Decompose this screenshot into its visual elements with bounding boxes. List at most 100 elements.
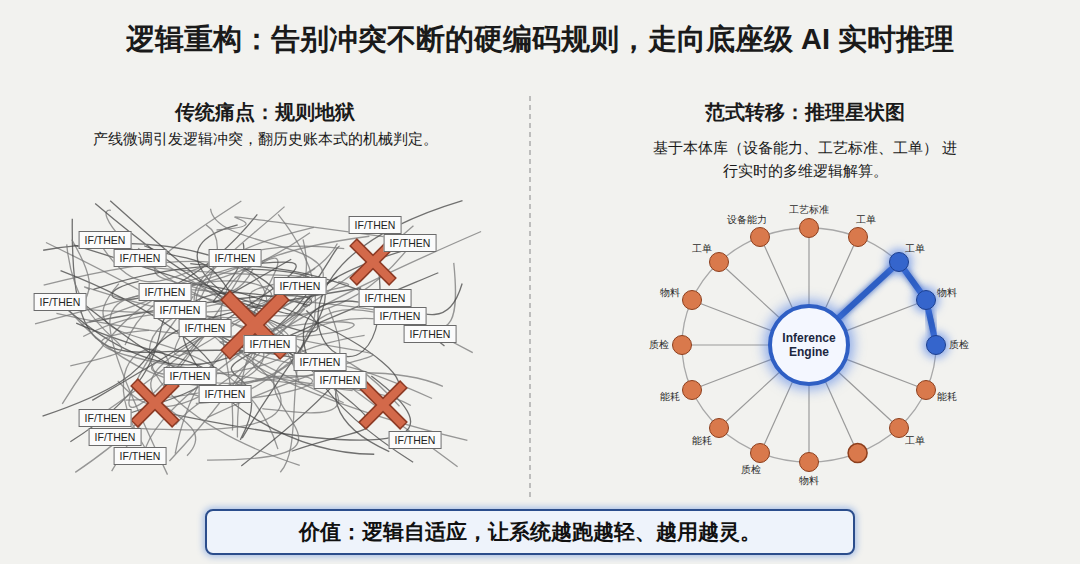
node-label: 物料 [799,475,819,486]
inference-engine: Inference Engine [768,304,850,386]
ontology-node: 工单 [709,252,729,272]
rule-box: IF/THEN [199,385,252,403]
node-text: IF/THEN [355,219,396,231]
rule-tangle [35,201,481,475]
rule-box: IF/THEN [359,289,412,307]
tangle-wire [171,306,373,417]
node-text: IF/THEN [250,338,291,350]
node-label: 工单 [856,214,876,225]
rule-box: IF/THEN [79,409,132,427]
tangle-wire [106,210,414,316]
rule-box: IF/THEN [349,216,402,234]
tangle-wire [253,232,481,406]
page-title: 逻辑重构：告别冲突不断的硬编码规则，走向底座级 AI 实时推理 [126,20,954,60]
node-text: IF/THEN [380,310,421,322]
node-label: 工单 [905,243,925,254]
ontology-node: 能耗 [709,418,729,438]
node-text: IF/THEN [145,286,186,298]
spoke-line [847,360,917,387]
node-label: 质检 [649,339,669,350]
rule-box: IF/THEN [274,277,327,295]
node-text: IF/THEN [170,370,211,382]
panel-subtitle: 产线微调引发逻辑冲突，翻历史账本式的机械判定。 [30,128,500,151]
rule-box: IF/THEN [114,249,167,267]
node-text: IF/THEN [85,412,126,424]
node-label: 能耗 [692,435,712,446]
node-text: IF/THEN [205,388,246,400]
spoke-line [825,382,853,445]
tangle-wire [194,227,467,440]
tangle-wire [44,262,267,461]
rule-box: IF/THEN [154,301,207,319]
node-text: IF/THEN [120,450,161,462]
ontology-node: 能耗 [916,380,936,400]
node-label: 能耗 [937,391,957,402]
ontology-node: 质检 [672,335,692,355]
ontology-node: 物料 [799,452,819,472]
rule-box: IF/THEN [314,371,367,389]
ontology-node: 质检 [926,335,946,355]
node-text: 价值：逻辑自适应，让系统越跑越轻、越用越灵。 [299,518,761,546]
node-text: IF/THEN [280,280,321,292]
rule-box: IF/THEN [294,353,347,371]
conflict-cross [134,242,404,426]
inference-path [839,269,891,317]
node-label: 物料 [660,287,680,298]
ontology-node: 物料 [682,290,702,310]
panel-heading: 传统痛点：规则地狱 [45,96,485,128]
value-banner: 价值：逻辑自适应，让系统越跑越轻、越用越灵。 [205,509,855,555]
rule-box: IF/THEN [89,428,142,446]
node-text: IF/THEN [215,252,256,264]
node-label: 质检 [949,339,969,350]
spoke-line [839,373,891,421]
rule-box: IF/THEN [164,367,217,385]
ontology-node: 质检 [750,443,770,463]
spoke-line [701,360,771,387]
ontology-node: 设备能力 [750,227,770,247]
rule-box: IF/THEN [374,307,427,325]
rule-box: IF/THEN [139,283,192,301]
node-text: IF/THEN [410,328,451,340]
ring-dot [848,444,867,463]
node-label: 物料 [937,287,957,298]
spoke-line [808,386,809,452]
rule-box: IF/THEN [179,319,232,337]
panel-subtitle: 基于本体库（设备能力、工艺标准、工单） 进行实时的多维逻辑解算。 [650,137,960,183]
rule-box: IF/THEN [34,293,87,311]
ontology-node: 工单 [889,418,909,438]
inference-path [928,310,933,335]
node-label: 工单 [692,243,712,254]
node-text: IF/THEN [120,252,161,264]
ontology-node: 物料 [916,290,936,310]
ontology-node: 能耗 [682,380,702,400]
node-text: Inference Engine [777,331,841,359]
rule-box: IF/THEN [244,335,297,353]
star-ring [682,228,936,462]
rule-box: IF/THEN [404,325,457,343]
node-label: 能耗 [660,391,680,402]
spoke-line [727,373,779,421]
tangle-wire [149,301,396,466]
spoke-line [727,269,779,317]
rule-box: IF/THEN [384,234,437,252]
node-text: IF/THEN [160,304,201,316]
spoke-line [692,344,768,345]
node-label: 设备能力 [727,214,767,225]
spoke-line [847,304,917,331]
node-text: IF/THEN [320,374,361,386]
tangle-wire [112,214,257,299]
tangle-wire [43,288,362,416]
inference-path [850,342,926,348]
node-text: IF/THEN [390,237,431,249]
node-text: IF/THEN [40,296,81,308]
node-text: IF/THEN [95,431,136,443]
spoke-line [764,246,792,308]
node-text: IF/THEN [365,292,406,304]
node-label: 质检 [741,464,761,475]
tangle-wire [318,201,463,357]
inference-path [905,270,921,292]
rule-box: IF/THEN [209,249,262,267]
ontology-node: 工单 [848,227,868,247]
